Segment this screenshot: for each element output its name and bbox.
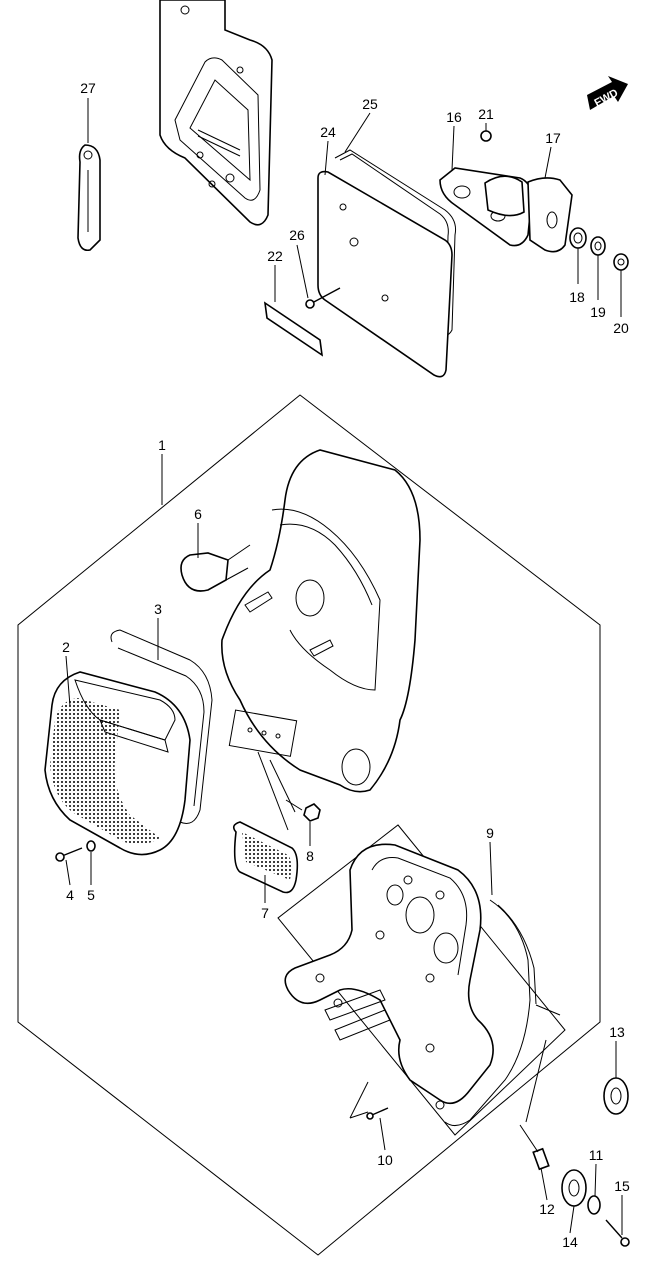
label-25: 25 bbox=[362, 96, 378, 112]
label-14: 14 bbox=[562, 1234, 578, 1250]
label-12: 12 bbox=[539, 1201, 555, 1217]
label-10: 10 bbox=[377, 1152, 393, 1168]
label-20: 20 bbox=[613, 320, 629, 336]
reflector-7 bbox=[232, 821, 299, 894]
label-24: 24 bbox=[320, 124, 336, 140]
screw-10 bbox=[366, 1107, 389, 1120]
label-6: 6 bbox=[194, 506, 202, 522]
label-8: 8 bbox=[306, 848, 314, 864]
nut-20 bbox=[613, 253, 629, 271]
label-9: 9 bbox=[486, 825, 494, 841]
label-21: 21 bbox=[478, 106, 494, 122]
cushion-13 bbox=[603, 1077, 629, 1115]
callout-labels: 27 25 24 16 21 17 18 19 20 26 22 1 6 3 2… bbox=[62, 80, 630, 1250]
subassembly-frame bbox=[277, 824, 566, 1136]
label-5: 5 bbox=[87, 887, 95, 903]
label-4: 4 bbox=[66, 887, 74, 903]
label-16: 16 bbox=[446, 109, 462, 125]
bracket-stay bbox=[77, 144, 101, 252]
washer-5 bbox=[86, 840, 96, 852]
label-13: 13 bbox=[609, 1024, 625, 1040]
screw-26 bbox=[305, 287, 341, 309]
lens-gasket-3 bbox=[109, 629, 213, 824]
reflector-22 bbox=[263, 301, 324, 357]
label-7: 7 bbox=[261, 905, 269, 921]
license-plate-base bbox=[317, 170, 453, 378]
bulb-6 bbox=[180, 544, 251, 592]
label-15: 15 bbox=[614, 1178, 630, 1194]
label-22: 22 bbox=[267, 248, 283, 264]
label-27: 27 bbox=[80, 80, 96, 96]
nut-8 bbox=[285, 799, 321, 822]
lamp-lens-17 bbox=[527, 177, 573, 253]
washer-19 bbox=[590, 236, 606, 256]
label-11: 11 bbox=[589, 1147, 604, 1163]
bolt-15 bbox=[605, 1219, 630, 1247]
label-17: 17 bbox=[545, 130, 561, 146]
label-3: 3 bbox=[154, 601, 162, 617]
label-26: 26 bbox=[289, 227, 305, 243]
label-19: 19 bbox=[590, 304, 606, 320]
collar-12 bbox=[519, 1124, 550, 1171]
tail-lamp-housing bbox=[221, 449, 421, 793]
tail-lens-2 bbox=[44, 671, 191, 856]
nut-21 bbox=[480, 130, 492, 142]
lamp-housing-16 bbox=[439, 167, 533, 247]
cushion-14 bbox=[561, 1169, 587, 1207]
callout-leaders bbox=[65, 98, 623, 1235]
license-plate-bracket bbox=[159, 0, 273, 226]
label-18: 18 bbox=[569, 289, 585, 305]
label-2: 2 bbox=[62, 639, 70, 655]
screw-4 bbox=[55, 847, 83, 862]
fwd-arrow-icon: FWD bbox=[587, 76, 628, 110]
lamp-bracket-9 bbox=[284, 843, 561, 1126]
cushion-18 bbox=[569, 227, 587, 249]
label-1: 1 bbox=[158, 437, 166, 453]
washer-11 bbox=[587, 1195, 601, 1215]
assembly-frame bbox=[17, 394, 601, 1256]
